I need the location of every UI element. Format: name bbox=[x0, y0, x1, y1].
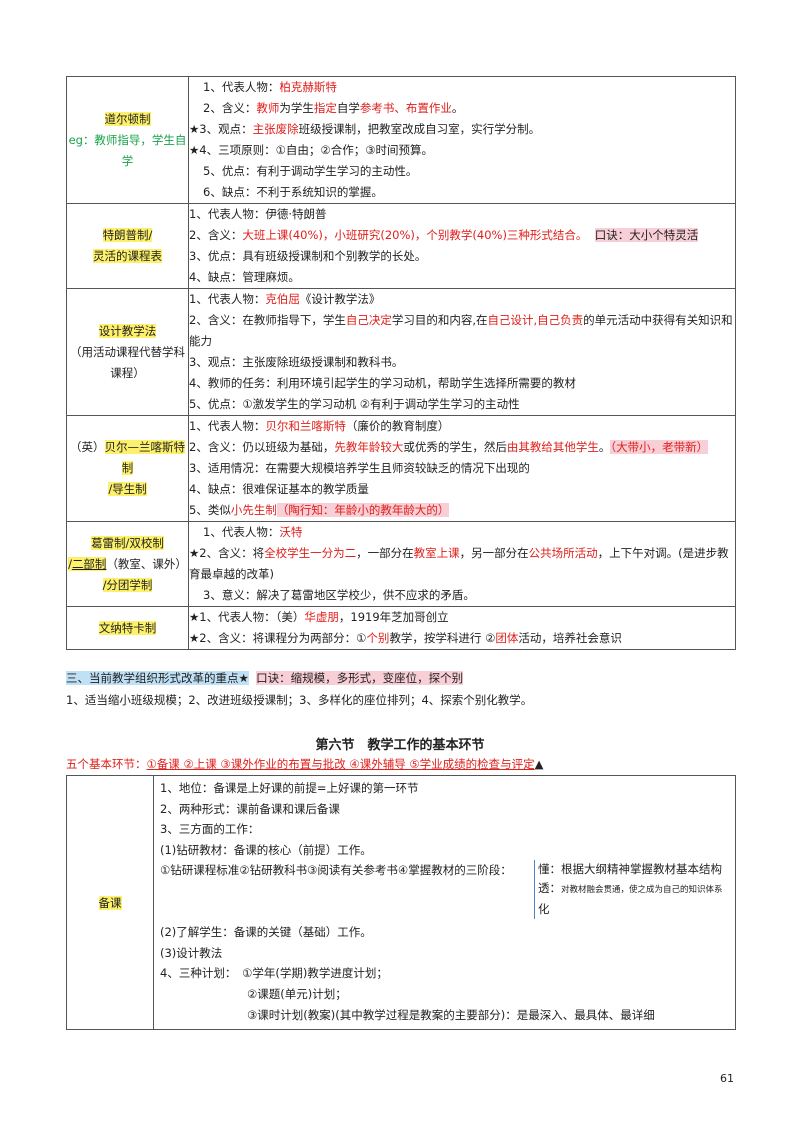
table-row: 文纳特卡制 ★1、代表人物：（美）华虚朋，1919年芝加哥创立 ★2、含义：将课… bbox=[66, 606, 736, 650]
design-line-5: 5、优点：①激发学生的学习动机 ②有利于调动学生学习的主动性 bbox=[189, 397, 520, 411]
gary-line-1: 1、代表人物：沃特 bbox=[203, 525, 303, 539]
gary-line-3: 3、意义：解决了葛雷地区学校少，供不应求的矛盾。 bbox=[203, 588, 475, 602]
row-name-cell: 设计教学法 （用活动课程代替学科课程） bbox=[66, 288, 189, 416]
table-row: 设计教学法 （用活动课程代替学科课程） 1、代表人物：克伯屈《设计教学法》 2、… bbox=[66, 288, 736, 416]
section-3-heading: 三、当前教学组织形式改革的重点★ 口诀：缩规模，多形式，变座位，探个别 bbox=[66, 671, 464, 685]
trump-name-1: 特朗普制/ bbox=[102, 228, 153, 242]
design-line-4: 4、教师的任务：利用环境引起学生的学习动机，帮助学生选择所需要的教材 bbox=[189, 376, 576, 390]
callout-line-internalize: 化 bbox=[538, 902, 550, 916]
design-name: 设计教学法 bbox=[98, 323, 157, 338]
design-name-note: （用活动课程代替学科课程） bbox=[70, 344, 185, 380]
table-row: 葛雷制/双校制 /二部制（教室、课外） /分团学制 1、代表人物：沃特 ★2、含… bbox=[66, 521, 736, 607]
dalton-line-6: 6、缺点：不利于系统知识的掌握。 bbox=[203, 185, 383, 199]
bell-line-3: 3、适用情况：在需要大规模培养学生且师资较缺乏的情况下出现的 bbox=[189, 461, 530, 475]
three-stages-callout: 懂：根据大纲精神掌握教材基本结构 透：对教材融会贯通，使之成为自己的知识体系 化 bbox=[534, 860, 748, 919]
design-line-3: 3、观点：主张废除班级授课制和教科书。 bbox=[189, 355, 404, 369]
bell-name: 贝尔—兰喀斯特制 bbox=[104, 440, 185, 475]
gary-name-alt: /分团学制 bbox=[102, 577, 153, 592]
prep-line-3: 3、三方面的工作： bbox=[160, 822, 260, 837]
trump-line-3: 3、优点：具有班级授课制和个别教学的长处。 bbox=[189, 249, 427, 263]
row-name-cell: （英）贝尔—兰喀斯特制 /导生制 bbox=[66, 415, 189, 522]
teaching-organization-table: 道尔顿制 eg：教师指导，学生自学 1、代表人物：柏克赫斯特 2、含义：教师为学… bbox=[66, 76, 736, 650]
row-content-cell: 1、代表人物：沃特 ★2、含义：将全校学生一分为二，一部分在教室上课，另一部分在… bbox=[188, 521, 736, 607]
table-row: 备课 1、地位：备课是上好课的前提=上好课的第一环节 2、两种形式：课前备课和课… bbox=[66, 774, 736, 1031]
row-name-cell: 文纳特卡制 bbox=[66, 606, 189, 650]
callout-line-thorough: 透：对教材融会贯通，使之成为自己的知识体系 bbox=[538, 881, 723, 895]
prep-line-1: 1、地位：备课是上好课的前提=上好课的第一环节 bbox=[160, 781, 419, 795]
design-line-1: 1、代表人物：克伯屈《设计教学法》 bbox=[189, 292, 381, 306]
prep-line-2: 2、两种形式：课前备课和课后备课 bbox=[160, 801, 340, 816]
gary-name: 葛雷制/双校制 bbox=[91, 535, 164, 550]
gary-name-note: （教室、课外） bbox=[106, 556, 187, 571]
dalton-line-1: 1、代表人物：柏克赫斯特 bbox=[203, 80, 337, 94]
prep-line-6: (2)了解学生：备课的关键（基础）工作。 bbox=[160, 925, 372, 940]
prep-line-4: (1)钻研教材：备课的核心（前提）工作。 bbox=[160, 842, 372, 857]
design-line-2: 2、含义：在教师指导下，学生自己决定学习目的和内容,在自己设计,自己负责的单元活… bbox=[189, 313, 733, 348]
bell-line-5: 5、类似小先生制（陶行知：年龄小的教年龄大的） bbox=[189, 503, 450, 517]
bell-line-1: 1、代表人物：贝尔和兰喀斯特（廉价的教育制度） bbox=[189, 419, 450, 433]
dalton-line-5: 5、优点：有利于调动学生学习的主动性。 bbox=[203, 164, 418, 178]
bell-line-2: 2、含义：仍以班级为基础，先教年龄较大或优秀的学生，然后由其教给其他学生。（大带… bbox=[189, 440, 709, 454]
dalton-line-3: ★3、观点：主张废除班级授课制，把教室改成自习室，实行学分制。 bbox=[189, 122, 541, 136]
bell-name-prefix: （英） bbox=[70, 440, 105, 454]
dalton-line-2: 2、含义：教师为学生指定自学参考书、布置作业。 bbox=[203, 101, 464, 115]
table-row: 特朗普制/ 灵活的课程表 1、代表人物：伊德·特朗普 2、含义：大班上课(40%… bbox=[66, 203, 736, 289]
bell-line-4: 4、缺点：很难保证基本的教学质量 bbox=[189, 482, 369, 496]
prep-name: 备课 bbox=[98, 895, 122, 910]
table-row: 道尔顿制 eg：教师指导，学生自学 1、代表人物：柏克赫斯特 2、含义：教师为学… bbox=[66, 76, 736, 204]
section-title: 第六节 教学工作的基本环节 bbox=[315, 738, 485, 753]
winnetka-name: 文纳特卡制 bbox=[98, 620, 157, 635]
callout-line-understand: 懂：根据大纲精神掌握教材基本结构 bbox=[538, 862, 722, 876]
prep-line-8: 4、三种计划： ①学年(学期)教学进度计划； bbox=[160, 966, 388, 981]
row-content-cell: 1、地位：备课是上好课的前提=上好课的第一环节 2、两种形式：课前备课和课后备课… bbox=[153, 774, 736, 1031]
prep-line-9: ②课题(单元)计划； bbox=[247, 986, 347, 1001]
trump-line-4: 4、缺点：管理麻烦。 bbox=[189, 270, 300, 284]
row-name-cell: 道尔顿制 eg：教师指导，学生自学 bbox=[66, 76, 189, 204]
row-name-cell: 葛雷制/双校制 /二部制（教室、课外） /分团学制 bbox=[66, 521, 189, 607]
winnetka-line-2: ★2、含义：将课程分为两部分：①个别教学，按学科进行 ②团体活动，培养社会意识 bbox=[189, 631, 622, 645]
section-3-points: 1、适当缩小班级规模；2、改进班级授课制；3、多样化的座位排列；4、探索个别化教… bbox=[66, 693, 533, 707]
dalton-line-4: ★4、三项原则：①自由；②合作；③时间预算。 bbox=[189, 143, 434, 157]
trump-name-2: 灵活的课程表 bbox=[93, 249, 162, 263]
gary-name-slash: / bbox=[68, 556, 72, 571]
table-row: （英）贝尔—兰喀斯特制 /导生制 1、代表人物：贝尔和兰喀斯特（廉价的教育制度）… bbox=[66, 415, 736, 522]
gary-name-two-part: 二部制 bbox=[71, 556, 107, 571]
row-name-cell: 特朗普制/ 灵活的课程表 bbox=[66, 203, 189, 289]
page-number: 61 bbox=[720, 1072, 734, 1085]
lesson-prep-table: 备课 1、地位：备课是上好课的前提=上好课的第一环节 2、两种形式：课前备课和课… bbox=[66, 774, 736, 1031]
trump-line-1: 1、代表人物：伊德·特朗普 bbox=[189, 207, 327, 221]
prep-line-7: (3)设计教法 bbox=[160, 945, 223, 960]
dalton-name: 道尔顿制 bbox=[104, 111, 151, 126]
trump-line-2: 2、含义：大班上课(40%)，小班研究(20%)，个别教学(40%)三种形式结合… bbox=[189, 228, 699, 242]
row-content-cell: 1、代表人物：伊德·特朗普 2、含义：大班上课(40%)，小班研究(20%)，个… bbox=[188, 203, 736, 289]
row-name-cell: 备课 bbox=[66, 774, 154, 1031]
prep-line-5: ①钻研课程标准②钻研教科书③阅读有关参考书④掌握教材的三阶段： bbox=[160, 863, 512, 878]
row-content-cell: 1、代表人物：克伯屈《设计教学法》 2、含义：在教师指导下，学生自己决定学习目的… bbox=[188, 288, 736, 416]
row-content-cell: 1、代表人物：贝尔和兰喀斯特（廉价的教育制度） 2、含义：仍以班级为基础，先教年… bbox=[188, 415, 736, 522]
prep-line-10: ③课时计划(教案)(其中教学过程是教案的主要部分)：是最深入、最具体、最详细 bbox=[247, 1007, 655, 1022]
bell-name-alt: /导生制 bbox=[108, 482, 147, 496]
dalton-example: eg：教师指导，学生自学 bbox=[68, 132, 187, 168]
winnetka-line-1: ★1、代表人物：（美）华虚朋，1919年芝加哥创立 bbox=[189, 610, 449, 624]
five-basic-steps: 五个基本环节：①备课 ②上课 ③课外作业的布置与批改 ④课外辅导 ⑤学业成绩的检… bbox=[66, 757, 544, 771]
row-content-cell: 1、代表人物：柏克赫斯特 2、含义：教师为学生指定自学参考书、布置作业。 ★3、… bbox=[188, 76, 736, 204]
gary-line-2: ★2、含义：将全校学生一分为二，一部分在教室上课，另一部分在公共场所活动，上下午… bbox=[189, 546, 729, 581]
row-content-cell: ★1、代表人物：（美）华虚朋，1919年芝加哥创立 ★2、含义：将课程分为两部分… bbox=[188, 606, 736, 650]
